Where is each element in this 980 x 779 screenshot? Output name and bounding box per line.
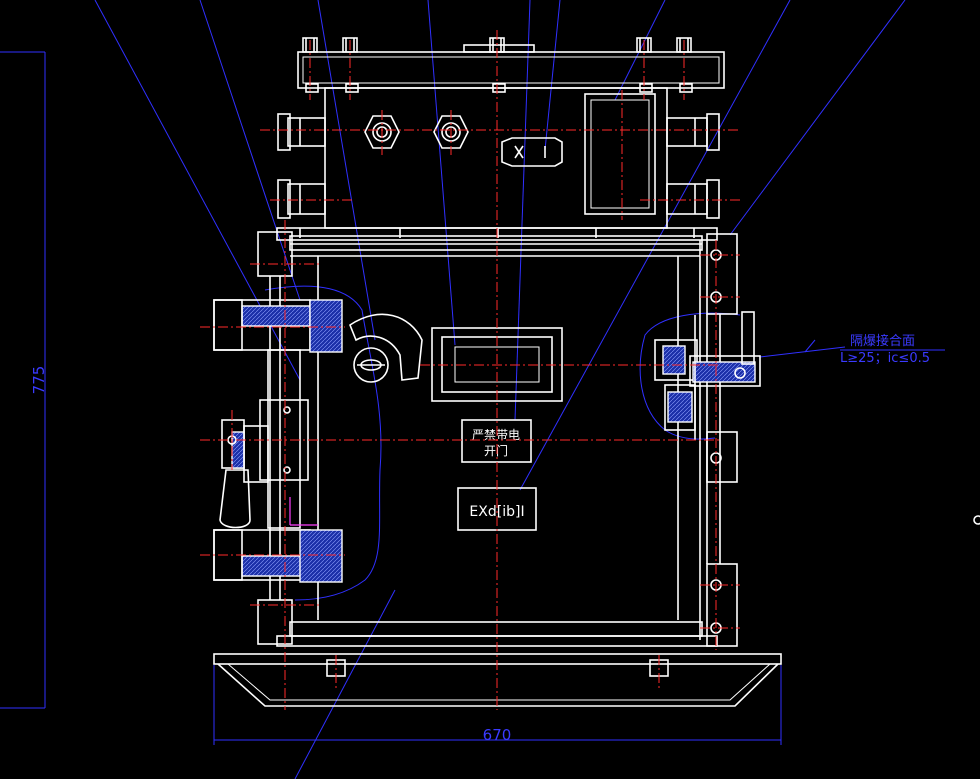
cable-gland-left-upper — [277, 113, 326, 151]
cable-gland-right-upper — [666, 113, 720, 151]
centerlines — [200, 30, 740, 710]
door-lock-lower — [213, 529, 343, 583]
annotation-line2: L≥25；ic≤0.5 — [840, 351, 930, 366]
origin-marker — [289, 497, 318, 526]
cable-gland-left-lower — [277, 179, 326, 219]
width-dimension: 670 — [213, 665, 782, 745]
door-lock-upper — [213, 299, 343, 353]
annotation-line1: 隔爆接合面 — [850, 333, 915, 349]
inspection-window — [584, 93, 656, 215]
warning-text-line1: 严禁带电 — [472, 428, 520, 442]
warning-text-line2: 开门 — [484, 443, 508, 458]
hinge-lower — [706, 563, 738, 647]
width-dimension-label: 670 — [483, 726, 512, 744]
door-handle — [219, 349, 309, 529]
leader-lines — [94, 0, 945, 779]
connector-plug — [501, 137, 563, 167]
height-dimension-label: 775 — [30, 366, 48, 395]
flameproof-joint-annotation: 隔爆接合面 L≥25；ic≤0.5 — [840, 333, 930, 366]
edge-marker — [973, 515, 980, 525]
hinge-upper — [706, 233, 738, 315]
cable-gland-right-lower — [666, 179, 720, 219]
door-latch-right — [654, 311, 761, 440]
height-dimension: 775 — [0, 51, 48, 709]
rotary-switch — [349, 313, 423, 383]
